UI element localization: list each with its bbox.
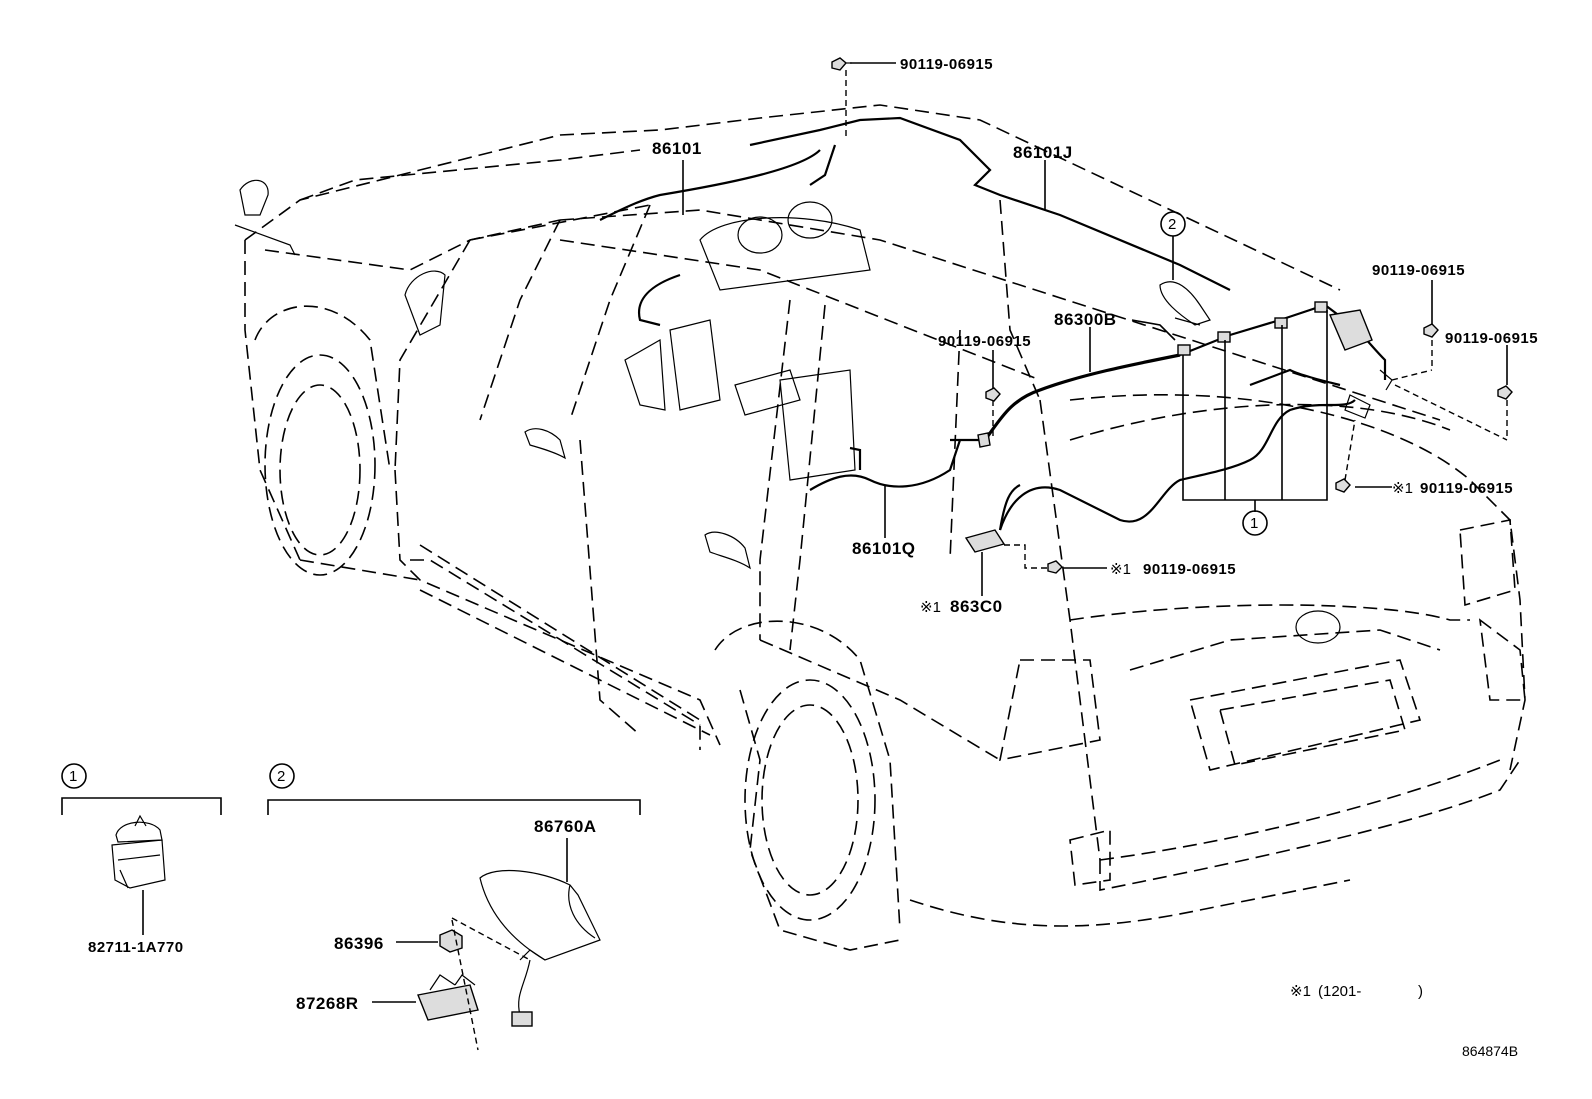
asterisk-note-863c0: ※1	[920, 599, 941, 616]
footnote-mark: ※1	[1290, 983, 1311, 1000]
inset-1: 1 82711-1A770	[61, 763, 222, 956]
bolt-icon-top	[831, 57, 852, 71]
bolt-icon-right1	[1423, 323, 1439, 338]
label-bolt-center: 90119-06915	[938, 333, 1031, 350]
antenna-cables	[599, 116, 1393, 553]
circle-2-marker: 2	[1160, 211, 1186, 237]
bolt-icon-right3	[1335, 478, 1351, 493]
inset-2-number: 2	[277, 768, 285, 785]
label-86760a: 86760A	[534, 817, 597, 836]
footnote-text: (1201-	[1318, 983, 1361, 1000]
footnote-close: )	[1418, 983, 1423, 1000]
bolt-icon-lower	[1047, 560, 1063, 574]
label-bolt-right3: ※1 90119-06915	[1392, 480, 1513, 497]
label-bolt-right3-number: 90119-06915	[1420, 480, 1513, 497]
label-863c0: ※1 863C0	[920, 597, 1003, 616]
circle-1-marker: 1	[1242, 510, 1268, 536]
label-86300b: 86300B	[1054, 310, 1117, 329]
bolt-icon-right2	[1497, 385, 1513, 400]
footnote: ※1 (1201- )	[1290, 983, 1423, 1000]
label-87268r: 87268R	[296, 994, 359, 1013]
leader-lines	[682, 62, 1508, 596]
circle-2-number: 2	[1168, 216, 1176, 233]
label-82711: 82711-1A770	[88, 939, 184, 956]
inset-1-number: 1	[69, 768, 77, 785]
label-bolt-lower: ※1 90119-06915	[1110, 561, 1236, 578]
inset-2: 2 86760A 86396 87268R	[267, 763, 641, 1051]
label-86396: 86396	[334, 934, 384, 953]
vehicle-outline	[234, 104, 1526, 951]
bolt-icon-center	[985, 387, 1001, 402]
shark-fin-antenna-icon	[479, 869, 601, 1027]
label-bolt-top: 90119-06915	[900, 56, 993, 73]
label-bolt-right1: 90119-06915	[1372, 262, 1465, 279]
label-bolt-lower-number: 90119-06915	[1143, 561, 1236, 578]
part-labels: 90119-06915 86101 86101J 2 90119-06915 9…	[652, 56, 1538, 616]
asterisk-note-lower: ※1	[1110, 561, 1131, 578]
label-863c0-number: 863C0	[950, 597, 1003, 616]
cable-clamp-icon	[111, 814, 166, 889]
circle-1-number: 1	[1250, 515, 1258, 532]
bolt-icons	[831, 57, 1513, 574]
roof-antenna	[1159, 281, 1211, 326]
clip-icon-cable	[977, 432, 991, 448]
label-bolt-right2: 90119-06915	[1445, 330, 1538, 347]
diagram-code: 864874B	[1462, 1043, 1518, 1059]
label-86101j: 86101J	[1013, 143, 1073, 162]
label-86101q: 86101Q	[852, 539, 916, 558]
bracket-icon	[417, 974, 479, 1021]
asterisk-note-right3: ※1	[1392, 480, 1413, 497]
nut-icon	[439, 929, 463, 953]
label-86101: 86101	[652, 139, 702, 158]
